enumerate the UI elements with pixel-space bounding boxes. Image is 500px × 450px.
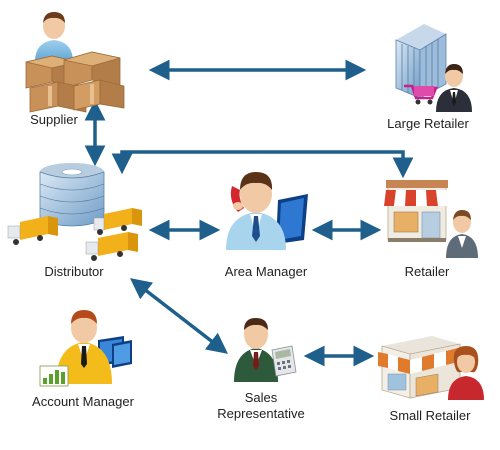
truck-icon (85, 232, 138, 261)
sales-representative-label-line1: Sales (245, 390, 278, 405)
arrow-distributor-retailer (111, 150, 414, 179)
supplier-label: Supplier (30, 112, 78, 127)
small-retailer-icon (378, 336, 484, 400)
distributor-label: Distributor (44, 264, 104, 279)
arrow-distributor-sales-rep (130, 278, 228, 354)
arrows (84, 59, 414, 367)
large-retailer-icon (395, 24, 472, 112)
account-manager-label: Account Manager (32, 394, 135, 409)
small-retailer-label: Small Retailer (390, 408, 472, 423)
retailer-label: Retailer (405, 264, 450, 279)
supplier-icon (25, 12, 125, 113)
retailer-icon (384, 180, 478, 258)
account-manager-icon (39, 310, 132, 387)
sales-representative-icon (234, 318, 297, 382)
truck-icon (7, 216, 58, 245)
large-retailer-label: Large Retailer (387, 116, 469, 131)
truck-icon (93, 208, 142, 235)
area-manager-label: Area Manager (225, 264, 308, 279)
sales-representative-label-line2: Representative (217, 406, 304, 421)
distributor-icon (7, 163, 142, 261)
area-manager-icon (226, 172, 308, 250)
